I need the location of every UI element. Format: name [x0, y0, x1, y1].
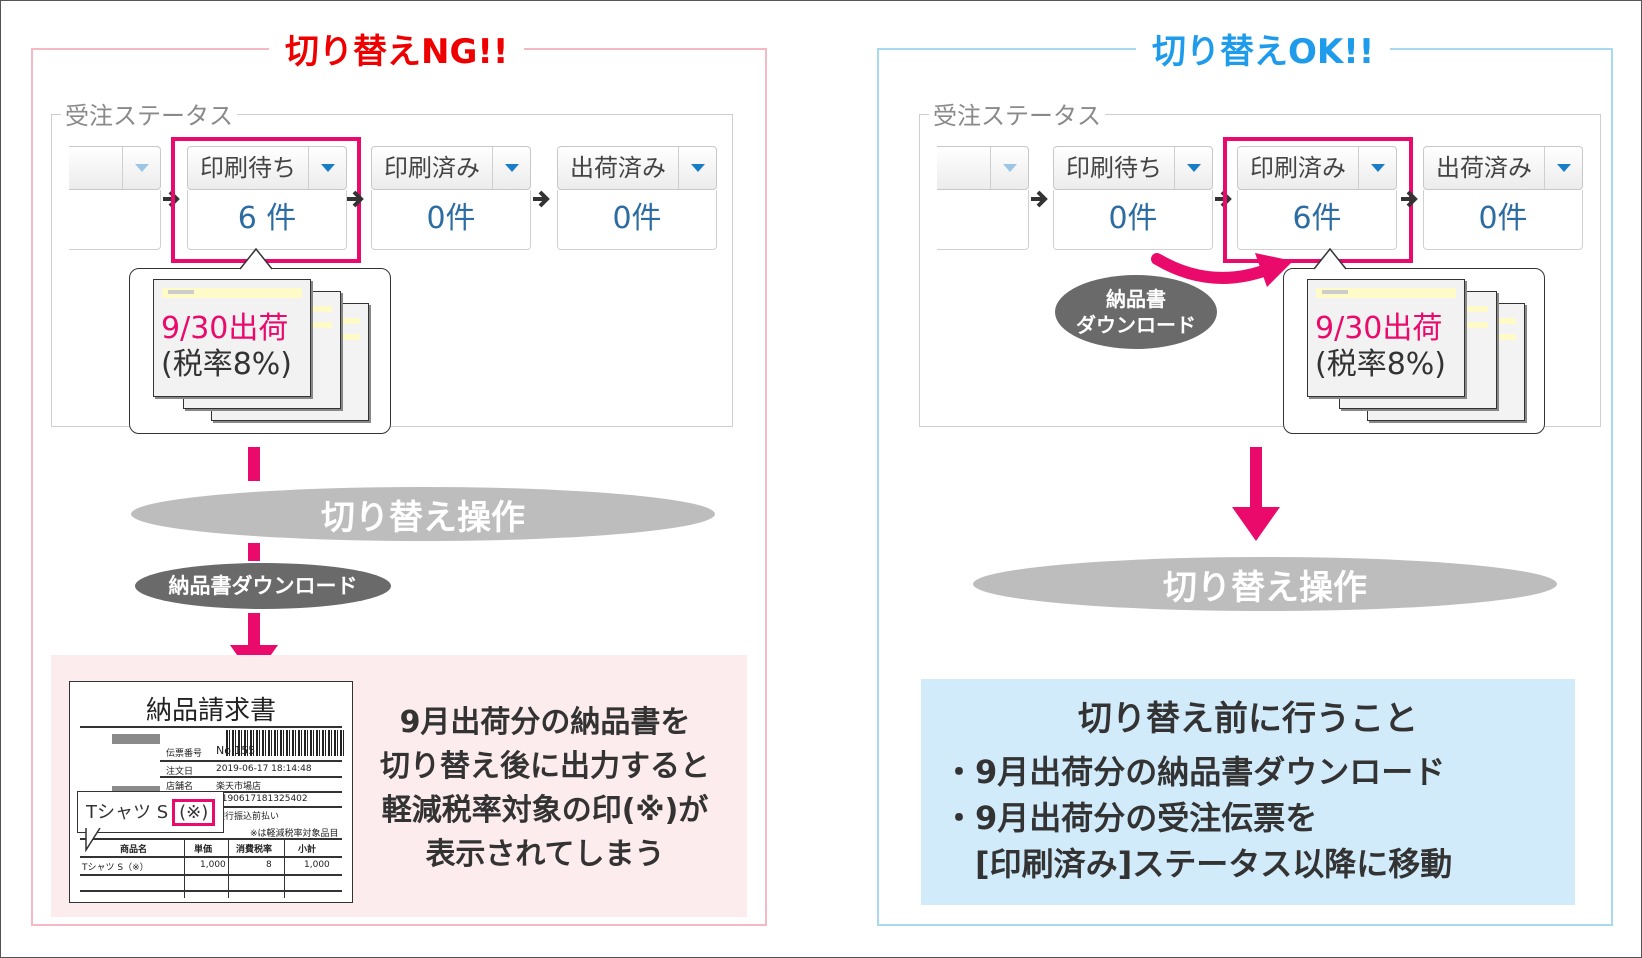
ng-switch-oval: 切り替え操作 — [131, 487, 715, 541]
dropdown-button[interactable] — [1358, 147, 1396, 189]
card-count: 6件 — [1237, 190, 1397, 250]
dropdown-button[interactable] — [678, 147, 716, 189]
arrow-right-icon — [1401, 190, 1418, 208]
ok-card-3[interactable]: 出荷済み 0件 — [1423, 146, 1583, 250]
ok-download-oval: 納品書 ダウンロード — [1055, 275, 1217, 349]
card-name: 出荷済み — [1436, 154, 1532, 182]
dropdown-button[interactable] — [122, 147, 160, 189]
card-name: 印刷済み — [1250, 154, 1346, 182]
ng-arrow-shaft — [248, 613, 260, 647]
card-count: 0件 — [557, 190, 717, 250]
ng-status-label: 受注ステータス — [61, 101, 237, 131]
ok-todo-title: 切り替え前に行うこと — [1078, 699, 1418, 739]
tag-pointer — [85, 828, 101, 852]
ok-status-label: 受注ステータス — [929, 101, 1105, 131]
ok-switch-oval: 切り替え操作 — [973, 557, 1557, 611]
caret-down-icon — [1186, 164, 1201, 172]
dropdown-button[interactable] — [492, 147, 530, 189]
card-count: 0件 — [1053, 190, 1213, 250]
list-item: [印刷済み]ステータス以降に移動 — [943, 845, 1453, 883]
ng-download-oval: 納品書ダウンロード — [135, 563, 391, 609]
ok-card-partial-clip: 日待 — [937, 146, 1029, 252]
caret-down-icon — [320, 164, 335, 172]
ok-card-1[interactable]: 印刷待ち 0件 — [1053, 146, 1213, 250]
ng-highlight — [171, 137, 361, 263]
ng-arrow-dash — [248, 447, 260, 481]
callout-pointer — [1313, 248, 1347, 270]
card-name: 出荷済み — [570, 154, 666, 182]
ok-todo-box — [921, 679, 1575, 905]
ng-callout-tax: (税率8%) — [161, 347, 293, 382]
invoice-title: 納品請求書 — [145, 696, 276, 726]
doc-front-icon — [153, 279, 311, 397]
dropdown-button[interactable] — [308, 147, 346, 189]
dropdown-button[interactable] — [1174, 147, 1212, 189]
ng-callout-date: 9/30出荷 — [161, 311, 289, 346]
caret-down-icon — [690, 164, 705, 172]
card-name: 印刷待ち — [1066, 154, 1162, 182]
caret-down-icon — [504, 164, 519, 172]
barcode-icon — [226, 730, 346, 756]
dropdown-button[interactable] — [1544, 147, 1582, 189]
card-name: 印刷待ち — [200, 154, 296, 182]
ng-card-3[interactable]: 出荷済み 0件 — [557, 146, 717, 250]
ng-card-1[interactable]: 印刷待ち 6 件 — [187, 146, 347, 250]
invoice-item-tag: Tシャツ S(※) — [77, 791, 225, 833]
ok-arrow-head-icon — [1232, 507, 1280, 541]
ok-card-2[interactable]: 印刷済み 6件 — [1237, 146, 1397, 250]
curved-arrow-icon — [1151, 253, 1293, 287]
ok-card-0[interactable]: 日待 — [937, 146, 1029, 250]
caret-down-icon — [134, 164, 149, 172]
arrow-right-icon — [1031, 190, 1048, 208]
ng-card-2[interactable]: 印刷済み 0件 — [371, 146, 531, 250]
caret-down-icon — [1556, 164, 1571, 172]
list-item: ・9月出荷分の受注伝票を — [943, 799, 1318, 837]
ok-callout-date: 9/30出荷 — [1315, 311, 1443, 346]
ng-card-partial-clip: 日待 — [69, 146, 161, 252]
card-count: 0件 — [371, 190, 531, 250]
doc-front-icon — [1307, 279, 1465, 397]
ok-title: 切り替えOK!! — [1136, 29, 1391, 75]
dropdown-button[interactable] — [990, 147, 1028, 189]
caret-down-icon — [1370, 164, 1385, 172]
card-count: 0件 — [1423, 190, 1583, 250]
card-name: 印刷済み — [384, 154, 480, 182]
ng-card-0[interactable]: 日待 — [69, 146, 161, 250]
card-count: 6 件 — [187, 190, 347, 250]
ng-arrow-dash — [248, 543, 260, 561]
callout-pointer — [239, 248, 273, 270]
card-count — [937, 190, 1029, 250]
card-count — [69, 190, 161, 250]
list-item: ・9月出荷分の納品書ダウンロード — [943, 753, 1446, 791]
arrow-right-icon — [533, 190, 550, 208]
arrow-right-icon — [347, 190, 364, 208]
ng-title: 切り替えNG!! — [269, 29, 525, 75]
tax-mark: (※) — [172, 799, 216, 826]
ok-todo-list: ・9月出荷分の納品書ダウンロード ・9月出荷分の受注伝票を [印刷済み]ステータ… — [943, 749, 1452, 887]
ng-message: 9月出荷分の納品書を 切り替え後に出力すると 軽減税率対象の印(※)が 表示され… — [380, 705, 710, 872]
ok-callout-tax: (税率8%) — [1315, 347, 1447, 382]
caret-down-icon — [1002, 164, 1017, 172]
ok-arrow-shaft — [1250, 447, 1262, 509]
